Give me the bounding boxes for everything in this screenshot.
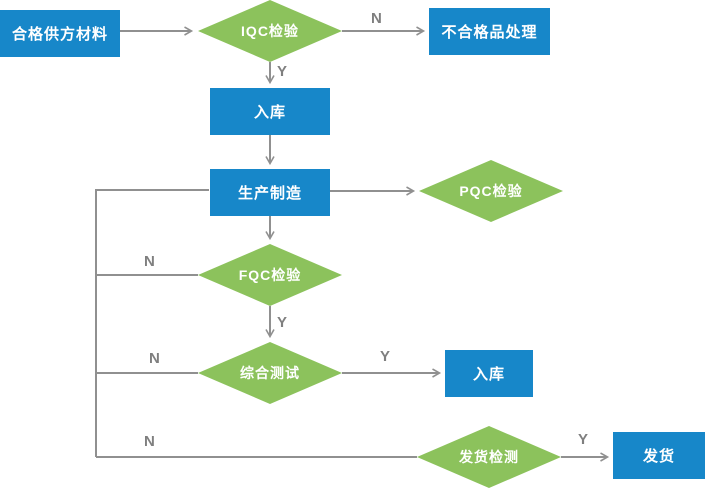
node-warehouse-in-2: 入库 bbox=[445, 350, 533, 397]
edge-label-iqc-no: N bbox=[371, 10, 382, 27]
node-nonconforming-handling: 不合格品处理 bbox=[429, 8, 550, 55]
edge-label-fqc-no: N bbox=[144, 253, 155, 270]
edge-label-ship-no: N bbox=[144, 433, 155, 450]
edge-label-fqc-yes: Y bbox=[277, 314, 288, 331]
edge-label-ship-yes: Y bbox=[578, 431, 589, 448]
node-warehouse-in-1: 入库 bbox=[210, 88, 330, 135]
edge-label-iqc-yes: Y bbox=[277, 63, 288, 80]
node-production-manufacturing: 生产制造 bbox=[210, 169, 330, 216]
edge-label-test-yes: Y bbox=[380, 348, 391, 365]
edge-feedback-rail-to-production bbox=[95, 189, 209, 457]
edge-label-test-no: N bbox=[149, 350, 160, 367]
node-shipping: 发货 bbox=[613, 432, 705, 479]
node-qualified-supplier-material: 合格供方材料 bbox=[0, 10, 120, 57]
